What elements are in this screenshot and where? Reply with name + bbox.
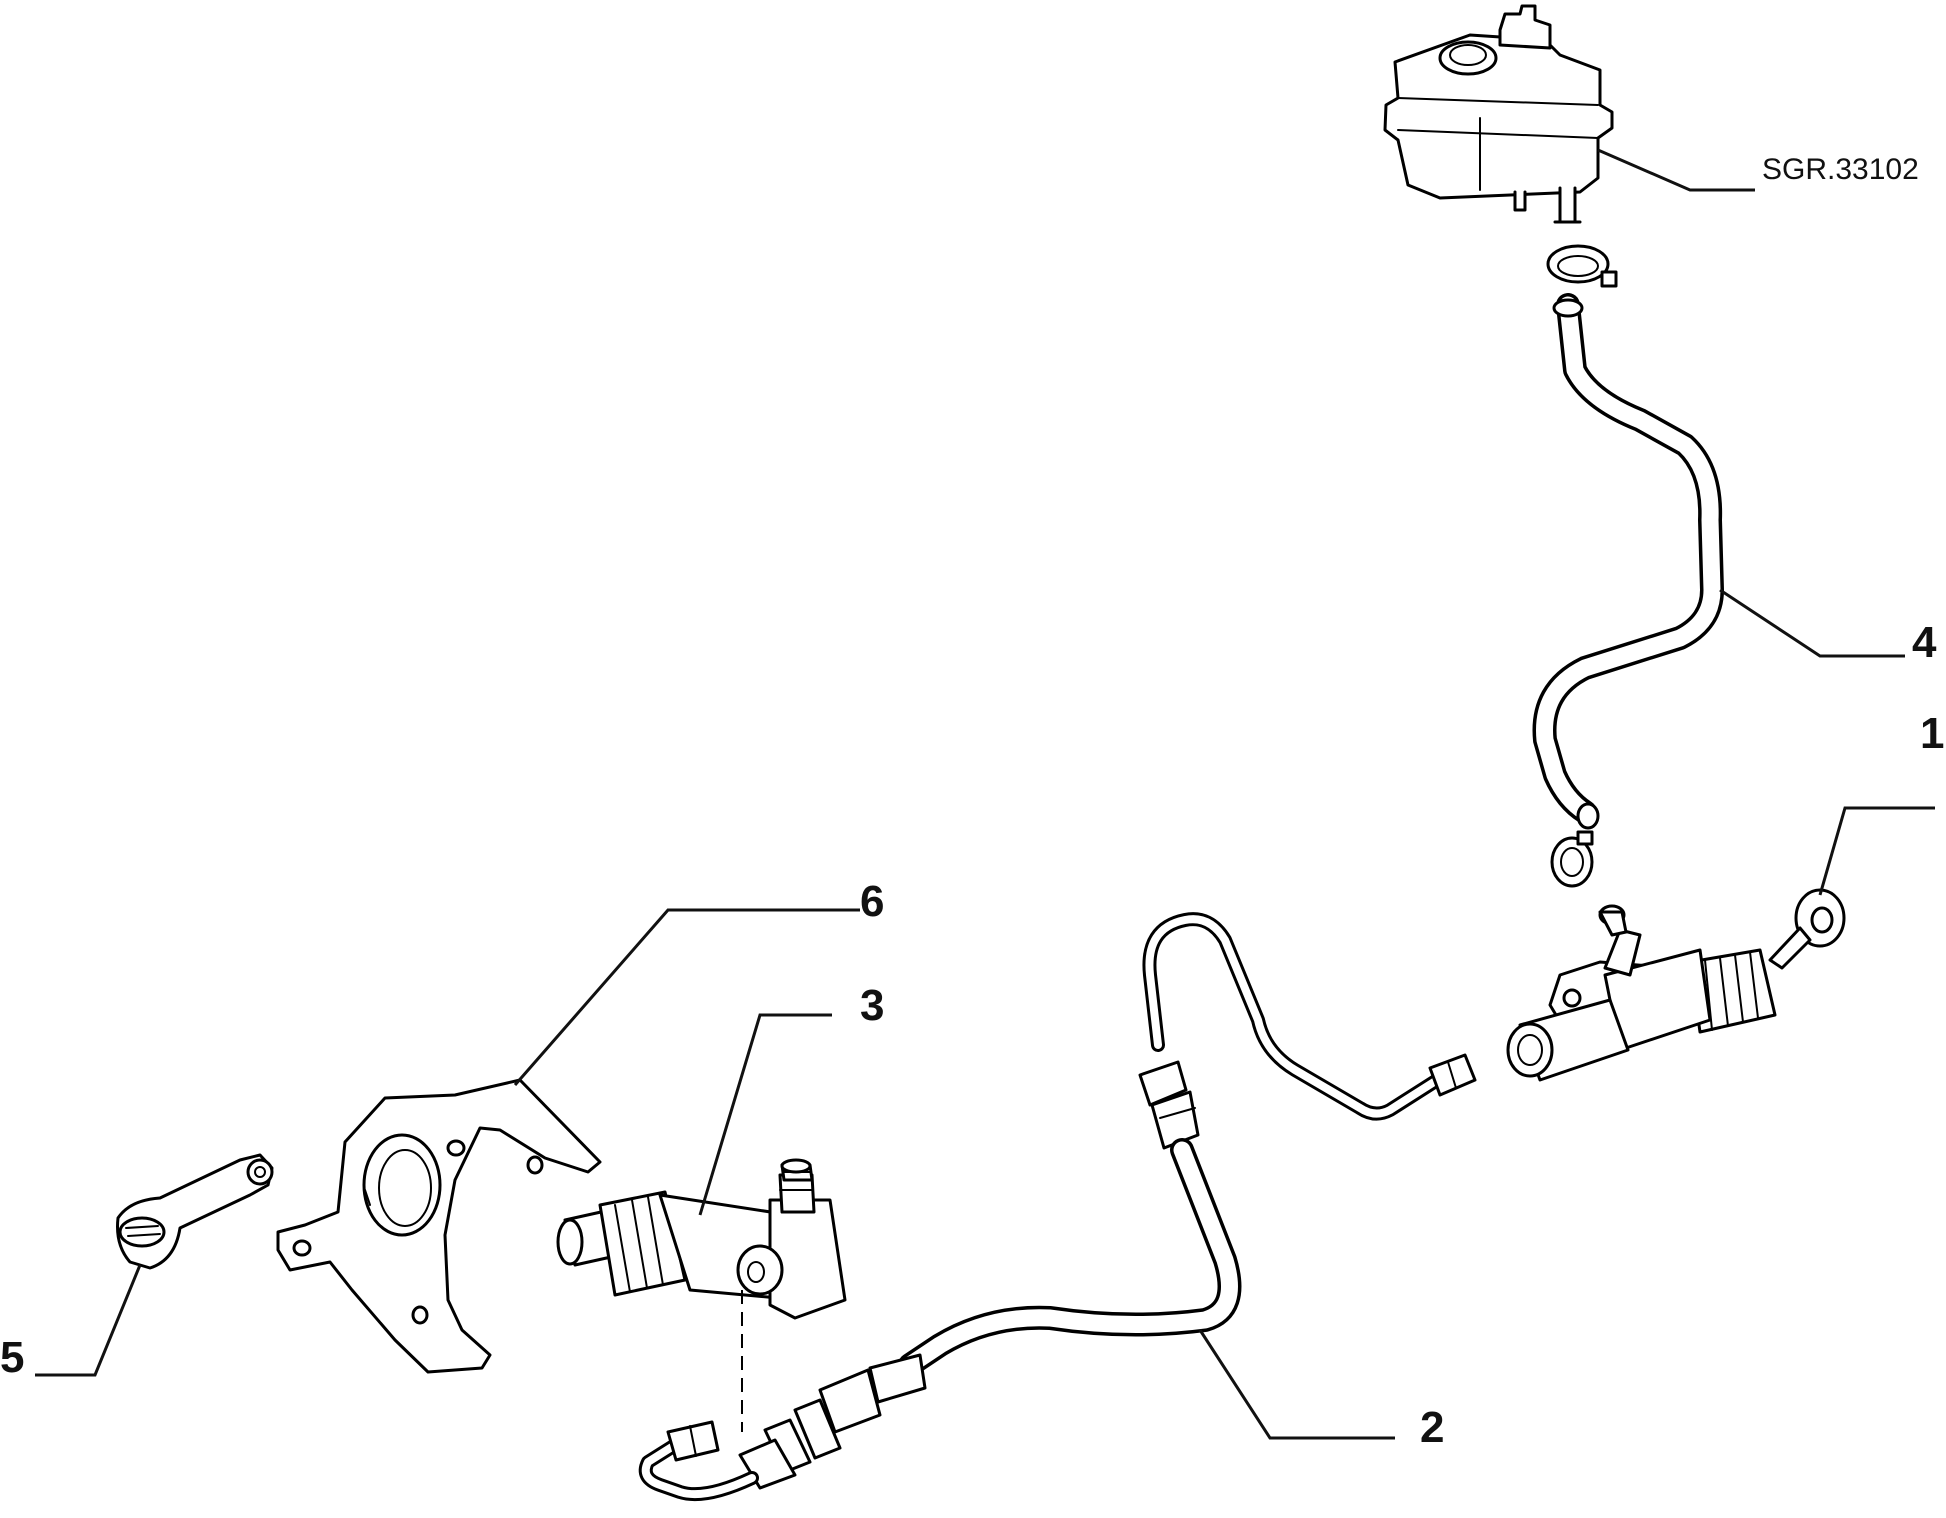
hose-clamp-upper: [1546, 244, 1618, 288]
fluid-reservoir: [1383, 4, 1614, 224]
bush-link: [116, 1153, 274, 1270]
callout-1: 1: [1920, 709, 1944, 758]
slave-cylinder-bracket: [276, 1078, 602, 1374]
callout-4: 4: [1912, 618, 1937, 667]
flexible-clutch-hose: [738, 1060, 1242, 1490]
callout-5: 5: [0, 1333, 24, 1382]
callout-3: 3: [860, 981, 884, 1030]
hose-clamp-lower: [1550, 830, 1594, 888]
callout-2: 2: [1420, 1403, 1444, 1452]
callout-6: 6: [860, 877, 884, 926]
master-cylinder-pipe: [1142, 912, 1477, 1121]
reservoir-hose: [1532, 293, 1724, 830]
clutch-master-cylinder: [1506, 888, 1846, 1082]
leader-lines: [35, 148, 1935, 1440]
diagram-reference-code: SGR.33102: [1762, 153, 1919, 186]
clutch-slave-cylinder: [556, 1158, 847, 1432]
slave-cylinder-pipe: [638, 1420, 759, 1502]
